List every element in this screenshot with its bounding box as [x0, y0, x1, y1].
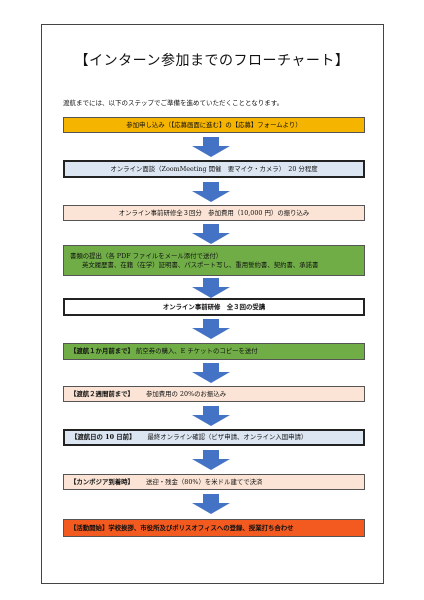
- step-8-label: 最終オンライン確認（ビザ申請、オンライン入国申請）: [147, 433, 308, 441]
- step-10-activity-start: 【活動開始】学校挨拶、市役所及びポリスオフィスへの登録、授業打ち合わせ: [63, 519, 365, 537]
- step-2-interview: オンライン面談（ZoomMeeting 開催 要マイク・カメラ） 20 分程度: [63, 160, 365, 178]
- step-4-documents: 書類の提出（各 PDF ファイルをメール添付で送付） 英文履歴書、在籍（在学）証…: [63, 245, 365, 276]
- step-9-prefix: 【カンボジア到着時】: [70, 477, 134, 486]
- intro-text: 渡航までには、以下のステップでご準備を進めていただくこととなります。: [63, 99, 284, 107]
- step-5-training: オンライン事前研修 全３回の受講: [63, 298, 365, 316]
- arrow-down-icon: [192, 494, 230, 514]
- arrow-down-icon: [192, 278, 230, 298]
- step-8-final-check: 【渡航日の 10 日前】 最終オンライン確認（ビザ申請、オンライン入国申請）: [63, 429, 365, 446]
- step-6-prefix: 【渡航１か月前まで】: [70, 347, 134, 355]
- step-6-label: 航空券の購入、E チケットのコピーを送付: [135, 347, 258, 355]
- page-border: [41, 24, 384, 584]
- step-2-label: オンライン面談（ZoomMeeting 開催 要マイク・カメラ） 20 分程度: [110, 164, 318, 173]
- step-4-line-1: 書類の提出（各 PDF ファイルをメール添付で送付）: [70, 251, 223, 260]
- step-5-label: オンライン事前研修 全３回の受講: [162, 302, 266, 311]
- step-10-label: 【活動開始】学校挨拶、市役所及びポリスオフィスへの登録、授業打ち合わせ: [70, 523, 294, 532]
- arrow-down-icon: [192, 363, 230, 383]
- step-7-deposit: 【渡航２週間前まで】 参加費用の 20%のお振込み: [63, 386, 365, 402]
- step-6-flight: 【渡航１か月前まで】 航空券の購入、E チケットのコピーを送付: [63, 343, 365, 360]
- page-title: 【インターン参加までのフローチャート】: [74, 53, 350, 69]
- step-1-apply: 参加申し込み（【応募画面に進む】の【応募】フォームより）: [63, 117, 365, 133]
- step-4-line-2: 英文履歴書、在籍（在学）証明書、パスポート写し、重用誓約書、契約書、承諾書: [82, 260, 319, 269]
- arrow-down-icon: [192, 406, 230, 426]
- arrow-down-icon: [192, 224, 230, 244]
- arrow-down-icon: [192, 182, 230, 202]
- step-7-label: 参加費用の 20%のお振込み: [145, 389, 227, 398]
- arrow-down-icon: [192, 450, 230, 470]
- step-8-prefix: 【渡航日の 10 日前】: [71, 433, 136, 441]
- step-3-payment: オンライン事前研修全３回分 参加費用（10,000 円）の振り込み: [63, 205, 365, 221]
- arrow-down-icon: [192, 319, 230, 339]
- step-7-prefix: 【渡航２週間前まで】: [70, 389, 134, 398]
- step-9-label: 送迎・残金（80%）を米ドル建てで決済: [145, 477, 263, 486]
- step-3-label: オンライン事前研修全３回分 参加費用（10,000 円）の振り込み: [118, 208, 310, 217]
- step-9-arrival: 【カンボジア到着時】 送迎・残金（80%）を米ドル建てで決済: [63, 474, 365, 490]
- arrow-down-icon: [192, 137, 230, 157]
- step-1-label: 参加申し込み（【応募画面に進む】の【応募】フォームより）: [126, 120, 302, 129]
